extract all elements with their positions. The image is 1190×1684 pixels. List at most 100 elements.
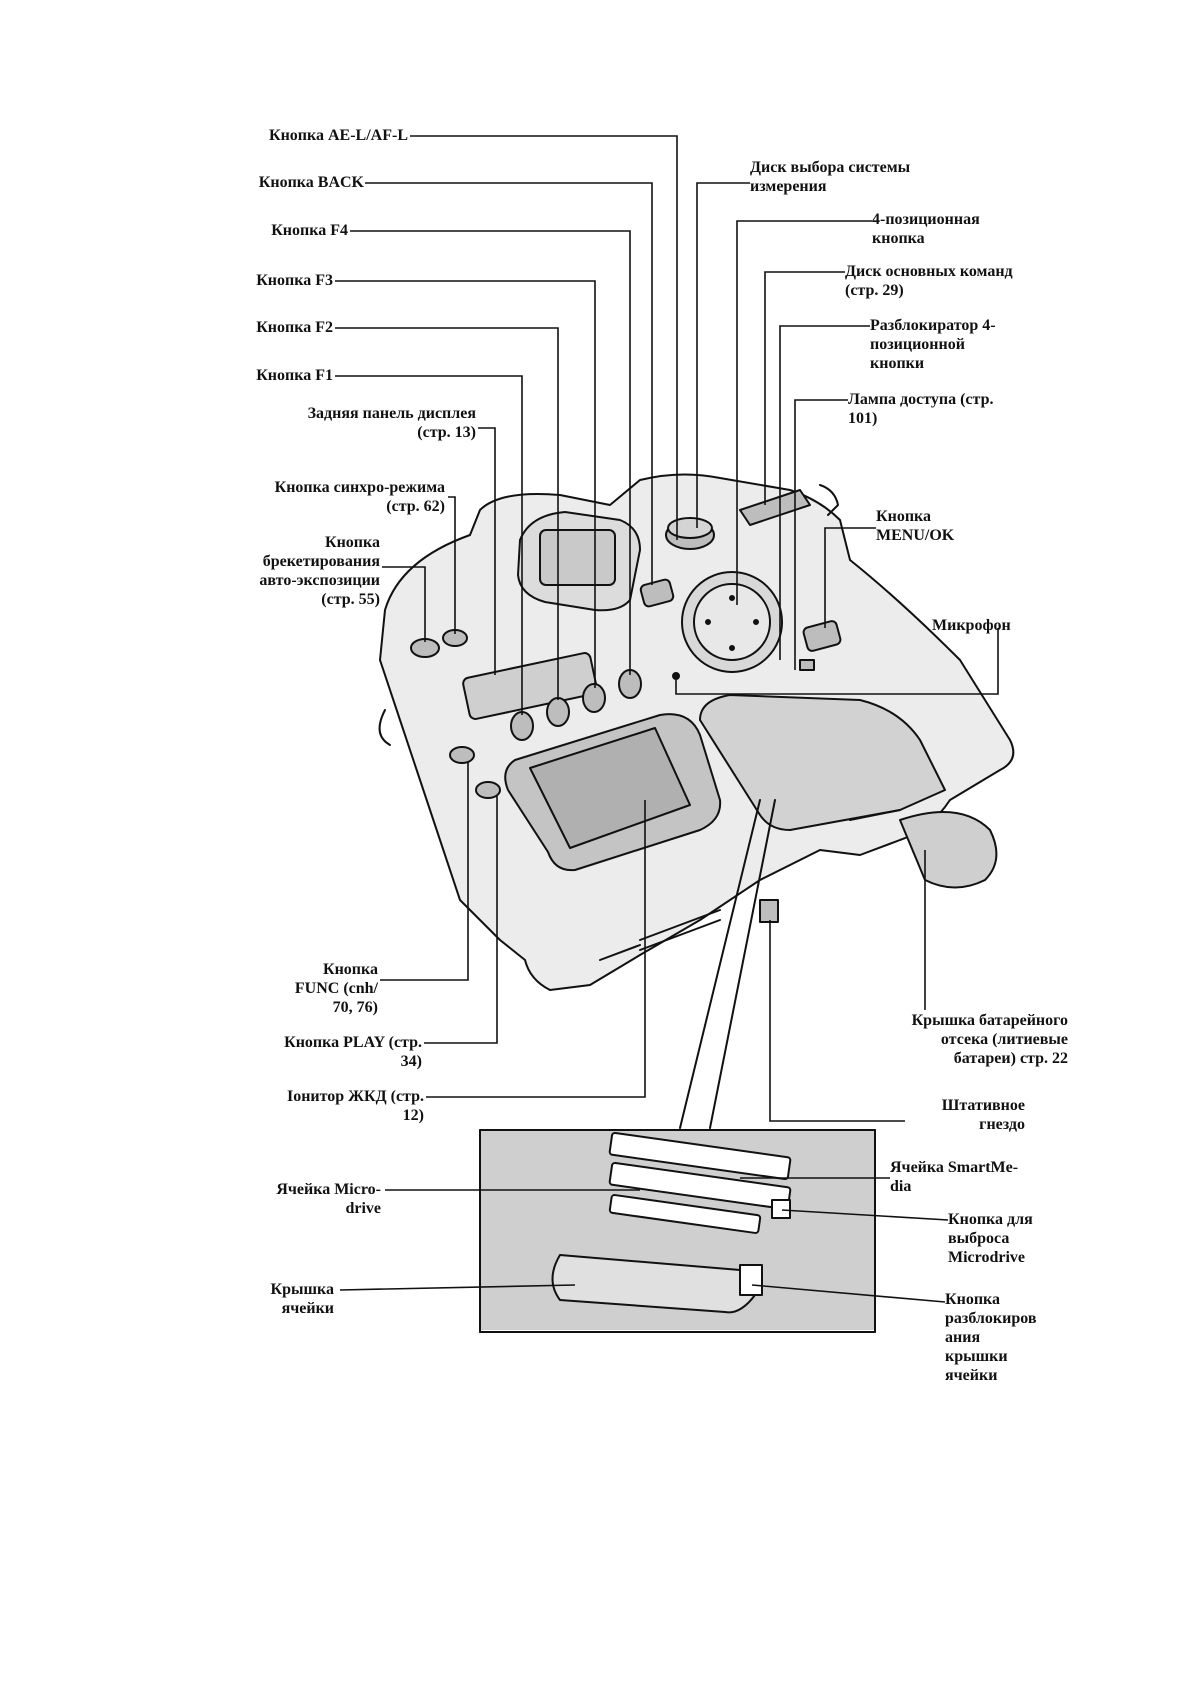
label-line: Microdrive: [948, 1249, 1026, 1266]
leader-unlock: [779, 325, 870, 660]
leader-f3: [335, 280, 596, 688]
label-line: (стр. 13): [417, 424, 476, 441]
label-line: drive: [345, 1200, 381, 1217]
label-slot-cover: Крышка ячейки: [271, 1280, 334, 1318]
label-line: позиционной: [870, 336, 965, 353]
label-line: Ячейка SmartMe-: [890, 1159, 1019, 1176]
f3-shape: [582, 683, 606, 713]
label-line: Кнопка AE-L/AF-L: [268, 127, 408, 144]
f1-shape: [510, 711, 534, 741]
label-line: выброса: [948, 1230, 1010, 1247]
label-line: Штативное: [941, 1097, 1025, 1114]
label-line: 12): [402, 1107, 424, 1124]
leader-menu: [824, 527, 876, 628]
label-line: Кнопка: [322, 961, 378, 978]
label-line: Диск основных команд: [845, 263, 1013, 280]
label-line: Микрофон: [932, 617, 1011, 634]
label-line: крышки: [945, 1348, 1008, 1365]
leader-func: [380, 762, 469, 981]
leader-ael: [410, 135, 678, 540]
label-line: 70, 76): [332, 999, 378, 1016]
label-line: dia: [890, 1178, 912, 1195]
menu-button-shape: [802, 620, 842, 652]
label-line: Іонитор ЖКД (стр.: [286, 1088, 424, 1105]
leader-eject: [781, 1209, 949, 1221]
label-line: Крышка: [270, 1281, 334, 1298]
label-line: Разблокиратор 4-: [870, 317, 996, 334]
label-metering-dial: Диск выбора системы измерения: [750, 158, 910, 196]
battery-cover-shape: [899, 811, 998, 889]
leader-lamp: [794, 399, 848, 670]
label-line: Кнопка: [945, 1291, 1001, 1308]
label-line: измерения: [750, 178, 827, 195]
label-access-lamp: Лампа доступа (стр. 101): [848, 390, 993, 428]
label-line: Кнопка для: [948, 1211, 1033, 1228]
back-button-shape: [639, 578, 675, 608]
play-shape: [475, 781, 501, 799]
slot-cover-shape: [551, 1254, 756, 1314]
label-line: кнопка: [872, 230, 925, 247]
label-line: ячейки: [945, 1367, 998, 1384]
label-f4-button: Кнопка F4: [271, 221, 348, 240]
label-sync-mode-button: Кнопка синхро-режима (стр. 62): [275, 478, 445, 516]
label-line: Кнопка F1: [256, 367, 333, 384]
label-smartmedia-slot: Ячейка SmartMe-dia: [890, 1158, 1018, 1196]
label-line: брекетирования: [262, 553, 380, 570]
leader-lcd: [426, 800, 646, 1098]
label-f1-button: Кнопка F1: [256, 366, 333, 385]
label-microphone: Микрофон: [932, 616, 1011, 635]
label-line: Кнопка F2: [256, 319, 333, 336]
label-line: FUNC (cnh/: [294, 980, 378, 997]
rear-display-panel: [462, 652, 598, 720]
leader-bracket: [382, 566, 426, 642]
label-line: Лампа доступа (стр.: [848, 391, 994, 408]
label-f3-button: Кнопка F3: [256, 271, 333, 290]
tripod-socket-shape: [759, 899, 779, 923]
label-line: Кнопка: [324, 534, 380, 551]
label-lcd-monitor: Іонитор ЖКД (стр. 12): [287, 1087, 424, 1125]
label-line: Кнопка синхро-режима: [274, 479, 445, 496]
label-line: Кнопка BACK: [258, 174, 364, 191]
leader-mic: [675, 628, 999, 695]
leader-sync: [448, 496, 456, 634]
label-f2-button: Кнопка F2: [256, 318, 333, 337]
label-line: 34): [400, 1053, 422, 1070]
leader-fourway: [736, 220, 872, 605]
func-shape: [449, 746, 475, 764]
label-line: 4-позиционная: [872, 211, 980, 228]
label-four-way-button: 4-позиционная кнопка: [872, 210, 980, 248]
label-line: Крышка батарейного: [911, 1012, 1068, 1029]
leader-back: [365, 182, 653, 585]
label-line: Задняя панель дисплея: [307, 405, 476, 422]
label-line: Кнопка F3: [256, 272, 333, 289]
label-back-button: Кнопка BACK: [259, 173, 364, 192]
label-line: (стр. 62): [386, 498, 445, 515]
leader-command: [764, 271, 845, 505]
label-ae-l-af-l-button: Кнопка AE-L/AF-L: [269, 126, 408, 145]
label-line: разблокиров: [945, 1310, 1037, 1327]
label-line: 101): [848, 410, 878, 427]
label-line: Кнопка PLAY (стр.: [284, 1034, 422, 1051]
leader-play: [424, 796, 498, 1044]
label-line: ячейки: [281, 1300, 334, 1317]
label-play-button: Кнопка PLAY (стр. 34): [284, 1033, 422, 1071]
label-line: MENU/OK: [876, 527, 955, 544]
label-line: батареи) стр. 22: [953, 1050, 1068, 1067]
f2-shape: [546, 697, 570, 727]
leader-slotcover: [339, 1284, 576, 1291]
leader-f4: [350, 230, 631, 675]
label-line: Диск выбора системы: [750, 159, 911, 176]
label-rear-display-panel: Задняя панель дисплея (стр. 13): [308, 404, 476, 442]
label-command-dial: Диск основных команд(стр. 29): [845, 262, 1013, 300]
label-line: авто-экспозиции: [259, 572, 380, 589]
label-line: гнездо: [979, 1116, 1025, 1133]
leader-release: [751, 1284, 946, 1303]
label-line: Ячейка Micro-: [276, 1181, 381, 1198]
